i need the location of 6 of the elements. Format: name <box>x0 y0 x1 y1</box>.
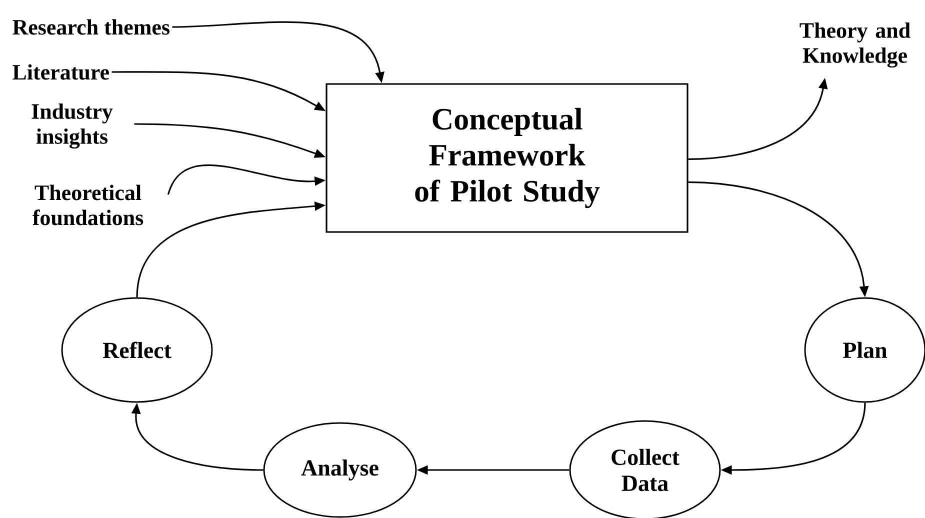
input-label: Literature <box>12 64 109 80</box>
framework-box: Conceptual Framework of Pilot Study <box>326 83 688 233</box>
input-label: Theory and Knowledge <box>800 22 910 68</box>
input-label: Theoretical foundations <box>32 184 144 226</box>
input-label: Research themes <box>12 19 170 35</box>
input-label: Industry insights <box>32 103 113 149</box>
